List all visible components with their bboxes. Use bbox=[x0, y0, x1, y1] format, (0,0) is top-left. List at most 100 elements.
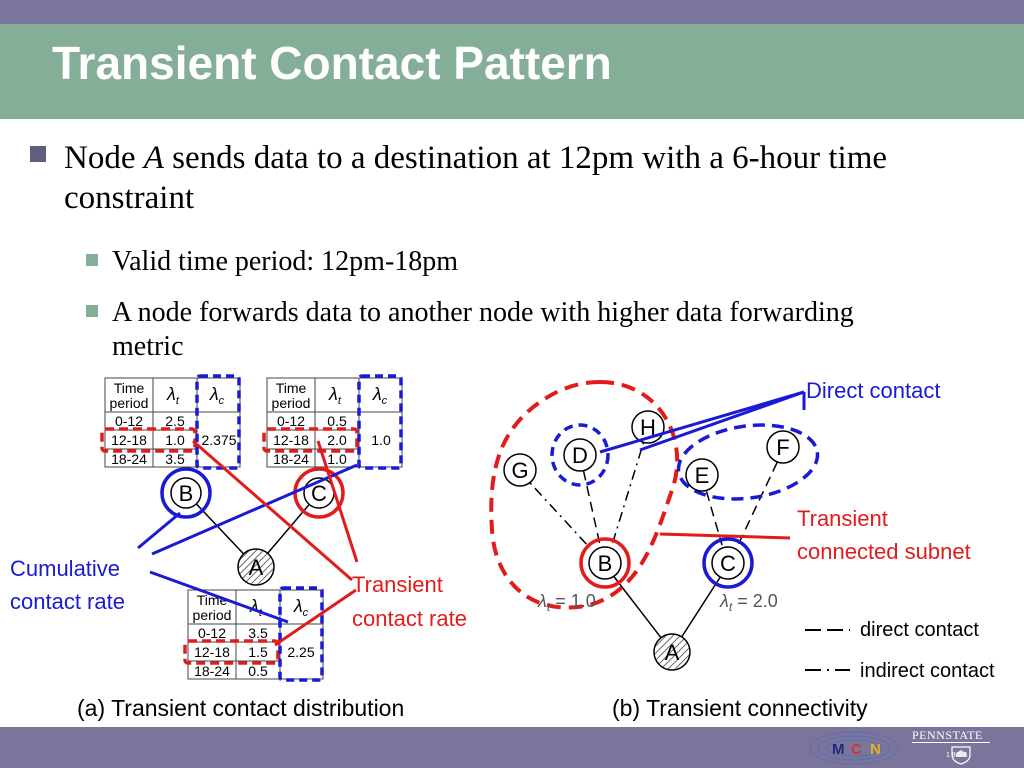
table-b-header-time: Time bbox=[114, 380, 145, 396]
table-c-cell: 0.5 bbox=[327, 413, 347, 429]
table-b-header-lambda-t: λt bbox=[166, 384, 180, 407]
title-bar bbox=[0, 24, 1024, 119]
transient-subnet-ring bbox=[489, 379, 680, 610]
transient-pointer-c bbox=[316, 440, 359, 563]
table-c-cell: 1.0 bbox=[327, 451, 347, 467]
table-a-cell: 1.5 bbox=[248, 644, 268, 660]
cumulative-label-line1: Cumulative bbox=[10, 556, 120, 581]
subnet-label-line2: connected subnet bbox=[797, 539, 971, 564]
footer-bar bbox=[0, 727, 1024, 768]
table-c-header-time: Time bbox=[276, 380, 307, 396]
svg-text:C: C bbox=[311, 481, 327, 506]
table-b-cell: 1.0 bbox=[165, 432, 185, 448]
table-b-cell: 12-18 bbox=[111, 432, 147, 448]
table-a-cell: 12-18 bbox=[194, 644, 230, 660]
transient-rate-label-line2: contact rate bbox=[352, 606, 467, 631]
table-c-cell: 18-24 bbox=[273, 451, 309, 467]
table-c-cell: 0-12 bbox=[277, 413, 305, 429]
cumulative-pointer-a bbox=[149, 570, 289, 624]
table-b-rate-highlight bbox=[195, 374, 241, 470]
svg-text:G: G bbox=[511, 458, 528, 483]
transient-contact-diagram: Time period λt λc 0-12 2.5 12-18 1.0 18-… bbox=[10, 374, 995, 721]
table-b-header-period: period bbox=[110, 395, 149, 411]
legend-indirect-label: indirect contact bbox=[860, 660, 995, 682]
table-a-header-period: period bbox=[193, 607, 232, 623]
table-a-period-highlight bbox=[183, 639, 280, 665]
wordmark-rule bbox=[912, 742, 990, 743]
legend-direct-label: direct contact bbox=[860, 619, 979, 641]
table-a-cell: 0.5 bbox=[248, 663, 268, 679]
table-b-cell: 3.5 bbox=[165, 451, 185, 467]
node-e: E bbox=[685, 458, 719, 492]
direct-contact-pointer-ef bbox=[639, 390, 805, 452]
node-f: F bbox=[766, 430, 800, 464]
svg-text:B: B bbox=[179, 481, 194, 506]
subnet-label-line1: Transient bbox=[797, 506, 888, 531]
logo-letter-c: C bbox=[851, 741, 862, 758]
svg-text:F: F bbox=[776, 435, 789, 460]
node-a-left: A bbox=[237, 548, 275, 586]
table-c-header-lambda-c: λc bbox=[372, 384, 388, 407]
svg-text:C: C bbox=[720, 551, 736, 576]
sub-bullet-marker bbox=[86, 305, 98, 317]
cumulative-label-line2: contact rate bbox=[10, 589, 125, 614]
table-c-period-highlight bbox=[262, 427, 359, 453]
university-wordmark: PENNSTATE bbox=[912, 728, 983, 742]
edge-e-c bbox=[701, 475, 723, 546]
node-g: G bbox=[503, 453, 537, 487]
table-b-header-lambda-c: λc bbox=[209, 384, 225, 407]
table-a-cell: 18-24 bbox=[194, 663, 230, 679]
direct-contact-pointer-d bbox=[599, 390, 805, 454]
transient-rate-label-line1: Transient bbox=[352, 572, 443, 597]
direct-contact-ring-ef bbox=[676, 423, 820, 501]
svg-text:H: H bbox=[640, 415, 656, 440]
node-d: D bbox=[563, 438, 597, 472]
sub-bullet-text-2: A node forwards data to another node wit… bbox=[112, 297, 854, 362]
node-b-left: B bbox=[160, 467, 212, 519]
top-strip bbox=[0, 0, 1024, 24]
table-c-cell: 2.0 bbox=[327, 432, 347, 448]
table-a-rate: 2.25 bbox=[287, 644, 314, 660]
node-c-right: C bbox=[702, 537, 754, 589]
table-b-cell: 0-12 bbox=[115, 413, 143, 429]
table-a-cell: 0-12 bbox=[198, 625, 226, 641]
table-b-period-highlight bbox=[100, 427, 197, 453]
bullet-marker bbox=[30, 146, 46, 162]
transient-pointer-a bbox=[274, 588, 357, 647]
svg-text:E: E bbox=[695, 463, 710, 488]
direct-contact-ring-d bbox=[550, 423, 610, 487]
lambda-c-label: λt = 2.0 bbox=[719, 591, 778, 614]
transient-pointer-b bbox=[192, 439, 353, 582]
caption-a: (a) Transient contact distribution bbox=[77, 695, 404, 721]
university-crest-icon bbox=[951, 746, 971, 765]
table-node-c: Time period λt λc 0-12 0.5 12-18 2.0 18-… bbox=[262, 374, 403, 470]
table-b-cell: 18-24 bbox=[111, 451, 147, 467]
table-b-cell: 2.5 bbox=[165, 413, 185, 429]
table-c-rate-highlight bbox=[357, 374, 403, 470]
svg-text:D: D bbox=[572, 443, 588, 468]
node-a-right: A bbox=[653, 633, 691, 671]
table-node-b: Time period λt λc 0-12 2.5 12-18 1.0 18-… bbox=[100, 374, 241, 470]
table-node-a: Time period λt λc 0-12 3.5 12-18 1.5 18-… bbox=[183, 586, 324, 682]
cumulative-pointer-b bbox=[137, 511, 181, 550]
mcn-logo: M C N bbox=[809, 731, 899, 765]
table-a-header-lambda-c: λc bbox=[293, 596, 309, 619]
logo-letter-m: M bbox=[832, 741, 845, 758]
logo-letter-n: N bbox=[870, 741, 881, 758]
table-c-rate: 1.0 bbox=[371, 432, 391, 448]
direct-contact-label: Direct contact bbox=[806, 378, 941, 403]
table-a-rate-highlight bbox=[278, 586, 324, 682]
bullet-text-1: Node A sends data to a destination at 12… bbox=[64, 140, 888, 216]
slide-title: Transient Contact Pattern bbox=[52, 37, 612, 89]
svg-text:A: A bbox=[665, 640, 680, 665]
cumulative-pointer-c bbox=[151, 463, 358, 556]
table-a-cell: 3.5 bbox=[248, 625, 268, 641]
subnet-pointer bbox=[659, 532, 791, 540]
table-c-header-lambda-t: λt bbox=[328, 384, 342, 407]
table-c-header-period: period bbox=[272, 395, 311, 411]
sub-bullet-marker bbox=[86, 254, 98, 266]
svg-text:B: B bbox=[598, 551, 613, 576]
svg-text:A: A bbox=[249, 555, 264, 580]
node-b-right: B bbox=[579, 537, 631, 589]
edge-g-b bbox=[519, 471, 591, 549]
